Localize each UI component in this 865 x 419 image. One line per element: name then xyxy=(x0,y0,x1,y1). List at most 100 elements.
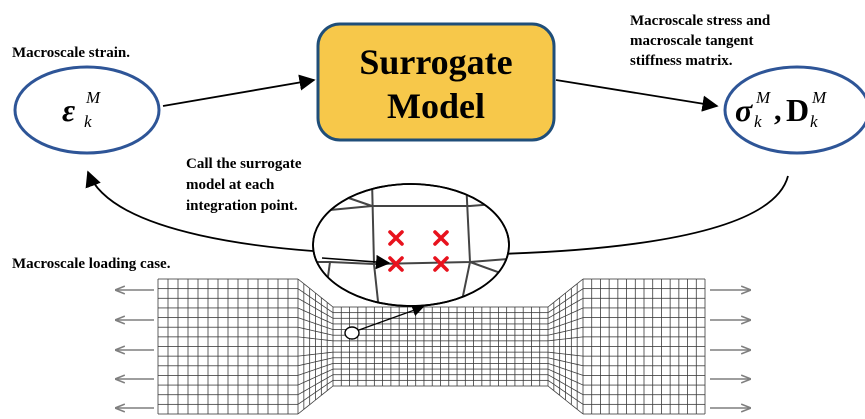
cross-icon xyxy=(388,256,404,272)
mesh-line xyxy=(577,336,584,338)
mesh-line xyxy=(327,351,334,354)
mesh-line xyxy=(576,288,584,293)
mesh-line xyxy=(321,377,328,382)
mesh-line xyxy=(321,390,328,396)
mesh-line xyxy=(565,296,572,301)
mesh-line xyxy=(571,337,578,339)
mesh-line xyxy=(297,391,305,396)
mesh-line xyxy=(309,296,316,301)
mesh-line xyxy=(303,301,310,306)
mesh-line xyxy=(553,297,560,303)
mesh-line xyxy=(565,304,572,309)
mesh-line xyxy=(553,365,560,368)
mesh-line xyxy=(309,399,316,405)
mesh-line xyxy=(571,404,578,410)
mesh-line xyxy=(297,400,305,405)
mesh-line xyxy=(553,325,560,328)
mesh-line xyxy=(321,352,328,354)
mesh-line xyxy=(547,320,554,325)
mesh-line xyxy=(547,385,555,391)
mesh-line xyxy=(315,330,322,333)
mesh-line xyxy=(315,307,322,312)
mesh-line xyxy=(553,377,560,382)
mesh-line xyxy=(559,292,566,298)
integration-point-marker xyxy=(344,326,360,340)
mesh-line xyxy=(303,354,310,356)
cross-icon xyxy=(433,230,449,246)
mesh-line xyxy=(327,363,334,366)
mesh-line xyxy=(297,317,304,320)
mesh-line xyxy=(321,384,328,389)
mesh-line xyxy=(315,360,322,363)
mesh-line xyxy=(559,381,566,386)
mesh-line xyxy=(297,364,304,367)
mesh-line xyxy=(577,326,584,329)
specimen-mesh xyxy=(157,278,706,415)
mesh-line xyxy=(309,288,316,294)
mesh-line xyxy=(547,374,555,379)
surrogate-line1: Surrogate xyxy=(359,42,513,82)
mesh-line xyxy=(553,358,560,361)
call-to-points-arrow xyxy=(321,254,391,270)
mesh-line xyxy=(315,300,322,305)
mesh-line xyxy=(571,292,578,297)
call-caption-line3: integration point. xyxy=(186,198,298,214)
call-caption-line2: model at each xyxy=(186,177,275,193)
mesh-line xyxy=(559,323,566,326)
mesh-line xyxy=(577,364,584,367)
mesh-line xyxy=(577,382,584,386)
mesh-line xyxy=(303,396,310,401)
mesh-line xyxy=(321,365,328,368)
mesh-line xyxy=(547,357,554,360)
mesh-line xyxy=(576,278,584,284)
mesh-line xyxy=(565,288,572,294)
mesh-line xyxy=(565,337,572,340)
mesh-line xyxy=(303,283,310,289)
stress-ellipse xyxy=(723,65,865,155)
sigma-symbol: σ xyxy=(735,92,753,128)
mesh-line xyxy=(571,362,578,365)
mesh-line xyxy=(547,380,555,385)
mesh-line xyxy=(547,327,554,330)
mesh-line xyxy=(303,379,310,383)
mesh-line xyxy=(571,387,578,392)
mesh-line xyxy=(553,384,560,389)
mesh-line xyxy=(559,388,566,393)
mesh-line xyxy=(309,337,316,340)
mesh-line xyxy=(321,358,328,361)
mesh-line xyxy=(327,357,334,360)
mesh-line xyxy=(297,382,304,386)
mesh-line xyxy=(315,353,322,355)
mesh-line xyxy=(547,368,554,373)
mesh-line xyxy=(571,379,578,383)
epsilon-subscript: k xyxy=(84,112,92,131)
mesh-line xyxy=(315,315,322,319)
mesh-line xyxy=(559,300,566,305)
mesh-line xyxy=(553,332,560,335)
mesh-line xyxy=(565,376,572,381)
mesh-line xyxy=(303,337,310,339)
mesh-line xyxy=(315,374,322,378)
mesh-line xyxy=(553,318,560,322)
loading-caption: Macroscale loading case. xyxy=(12,256,171,272)
mesh-line xyxy=(559,367,566,370)
surrogate-line2: Model xyxy=(387,86,485,126)
mesh-line xyxy=(303,371,310,374)
mesh-line xyxy=(553,304,560,309)
strain-to-surrogate-arrow xyxy=(162,74,316,107)
mesh-line xyxy=(547,333,554,336)
mesh-line xyxy=(309,304,316,309)
mesh-line xyxy=(297,297,305,302)
d-matrix-superscript: M xyxy=(812,88,827,107)
mesh-line xyxy=(297,336,304,338)
mesh-line xyxy=(553,311,560,316)
mesh-line xyxy=(321,371,328,375)
mesh-line xyxy=(321,332,328,335)
mesh-line xyxy=(577,355,584,357)
mesh-line xyxy=(565,353,572,356)
mesh-line xyxy=(577,317,584,320)
strain-ellipse xyxy=(13,65,161,155)
mesh-line xyxy=(303,362,310,365)
mesh-line xyxy=(303,310,310,314)
mesh-line xyxy=(576,409,584,415)
